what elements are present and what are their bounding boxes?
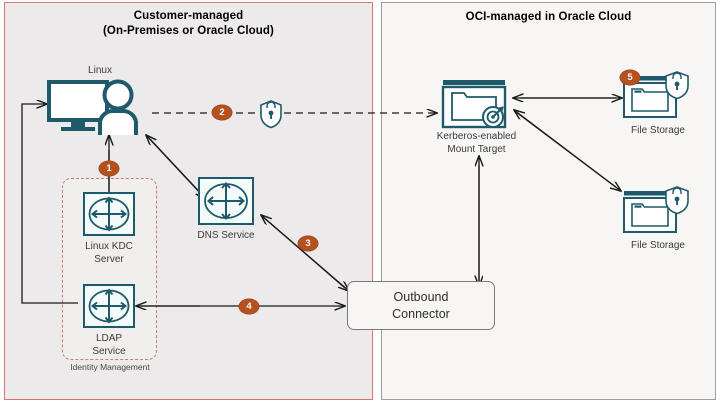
step-badge-2[interactable]: 2 [212, 105, 232, 120]
outbound-connector-node[interactable]: Outbound Connector [347, 281, 495, 330]
customer-panel-title-line2: (On-Premises or Oracle Cloud) [103, 25, 274, 37]
folder-target-icon [441, 80, 507, 129]
step-badge-3[interactable]: 3 [298, 236, 318, 251]
mount-target-label-line1: Kerberos-enabled [436, 131, 517, 142]
mount-target-node[interactable] [440, 77, 512, 132]
oci-panel-title: OCI-managed in Oracle Cloud [465, 11, 632, 23]
outbound-connector-text: Outbound Connector [392, 289, 450, 323]
ldap-service-label-line2: Service [92, 346, 126, 357]
customer-managed-panel: Customer-managed (On-Premises or Oracle … [4, 2, 373, 400]
file-storage-lock-icon [623, 71, 689, 118]
kdc-server-label-line1: Linux KDC [85, 241, 133, 252]
network-service-icon [83, 284, 135, 328]
kdc-server-node[interactable] [81, 190, 137, 238]
linux-client-label: Linux [88, 65, 112, 76]
kdc-server-label-line2: Server [94, 254, 124, 265]
network-service-icon [83, 192, 135, 236]
outbound-connector-label-line2: Connector [392, 306, 450, 321]
step-badge-4[interactable]: 4 [239, 299, 259, 314]
dns-service-label: DNS Service [197, 230, 255, 241]
secure-lock-node [258, 99, 284, 129]
mount-target-label: Kerberos-enabled Mount Target [419, 130, 534, 156]
ldap-service-label: LDAP Service [64, 332, 154, 358]
kdc-server-label: Linux KDC Server [64, 240, 154, 266]
step-badge-1[interactable]: 1 [99, 161, 119, 176]
outbound-connector-label-line1: Outbound [393, 289, 449, 304]
file-storage-top-node[interactable] [622, 70, 692, 127]
step-badge-5[interactable]: 5 [620, 70, 640, 85]
ldap-service-node[interactable] [81, 282, 137, 330]
mount-target-label-line2: Mount Target [447, 144, 506, 155]
file-storage-lock-icon [623, 186, 689, 233]
file-storage-bottom-label: File Storage [631, 240, 685, 251]
shield-lock-icon [260, 100, 282, 129]
ldap-service-label-line1: LDAP [95, 333, 123, 344]
dns-service-node[interactable] [196, 175, 256, 227]
network-service-icon [198, 177, 254, 225]
linux-client-node[interactable] [47, 78, 152, 136]
customer-panel-title: Customer-managed (On-Premises or Oracle … [5, 9, 372, 39]
file-storage-bottom-node[interactable] [622, 185, 692, 242]
identity-management-label: Identity Management [70, 362, 150, 372]
customer-panel-title-line1: Customer-managed [133, 10, 244, 22]
desktop-user-icon [47, 79, 138, 135]
file-storage-top-label: File Storage [631, 125, 685, 136]
